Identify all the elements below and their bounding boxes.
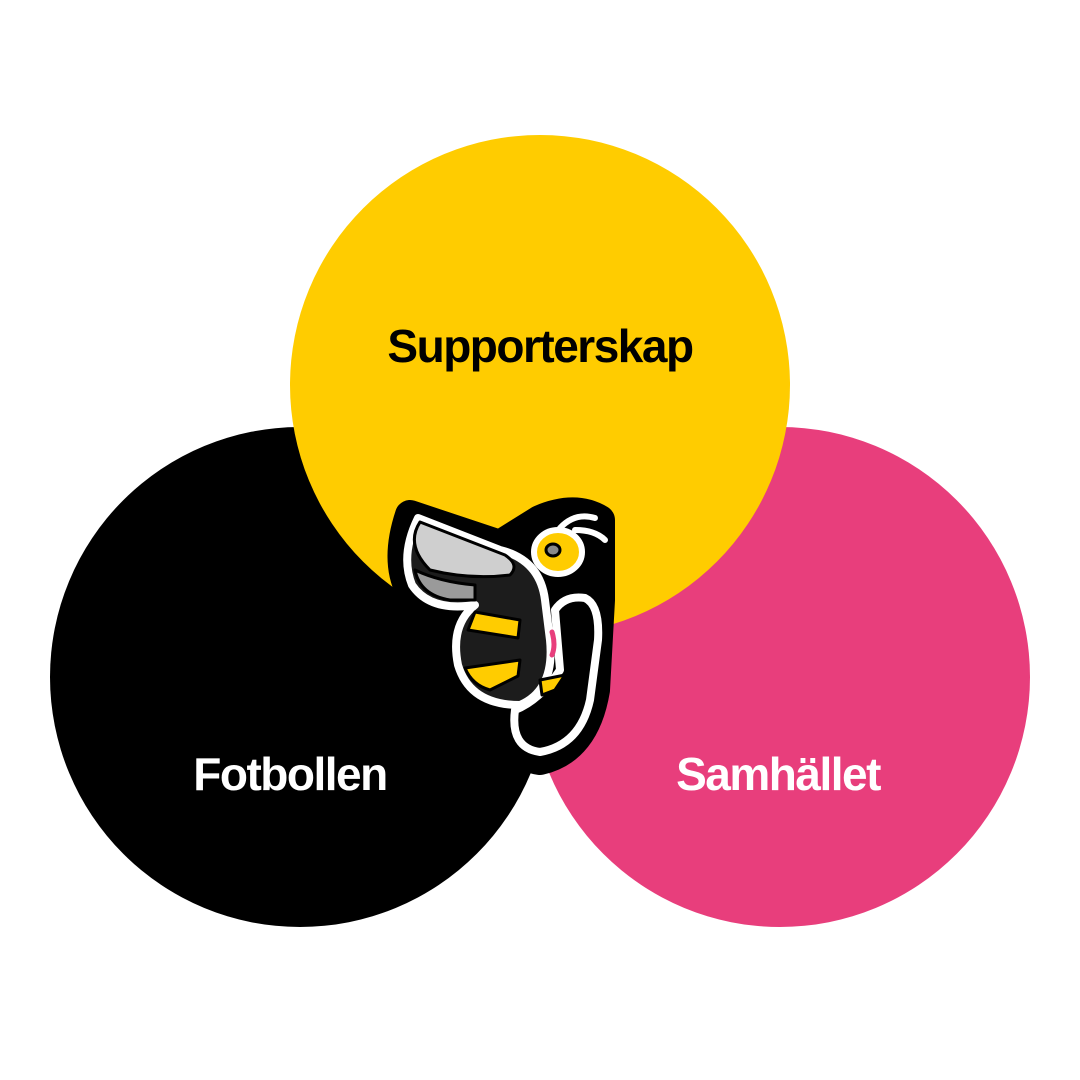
- bee-wing-back: [413, 568, 477, 602]
- label-supporterskap: Supporterskap: [387, 320, 693, 372]
- label-fotbollen: Fotbollen: [193, 748, 386, 800]
- bee-wing-front: [412, 520, 516, 579]
- label-samhallet: Samhället: [676, 748, 881, 800]
- bee-icon: [387, 497, 615, 775]
- bee-eye: [544, 542, 562, 558]
